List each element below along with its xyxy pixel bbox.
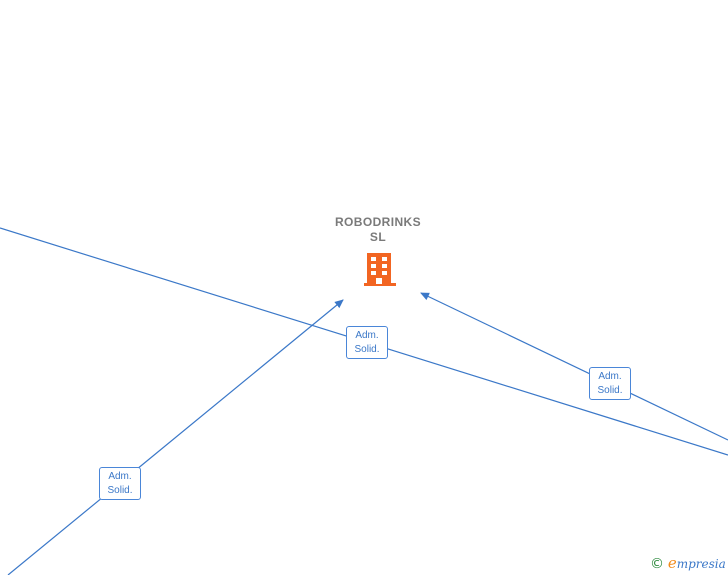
edge-bottom-left	[7, 299, 344, 575]
relation-type: Solid.	[354, 344, 380, 355]
relation-type: Solid.	[107, 485, 133, 496]
relation-label-left[interactable]: Adm. Solid.	[99, 467, 141, 500]
empresia-watermark[interactable]: © empresia	[650, 554, 726, 572]
relation-role: Adm.	[355, 330, 379, 341]
building-icon[interactable]	[363, 251, 397, 287]
brand-initial: e	[667, 554, 677, 572]
company-name-line2: SL	[369, 230, 387, 244]
relation-role: Adm.	[598, 371, 622, 382]
relation-label-right[interactable]: Adm. Solid.	[589, 367, 631, 400]
relation-type: Solid.	[597, 385, 623, 396]
brand-name: mpresia	[676, 557, 726, 571]
company-name-line1: ROBODRINKS	[334, 215, 421, 229]
edge-right	[420, 292, 728, 441]
relation-role: Adm.	[108, 471, 132, 482]
copyright-icon: ©	[650, 556, 664, 572]
company-name[interactable]: ROBODRINKS SL	[318, 215, 438, 245]
relation-label-center[interactable]: Adm. Solid.	[346, 326, 388, 359]
